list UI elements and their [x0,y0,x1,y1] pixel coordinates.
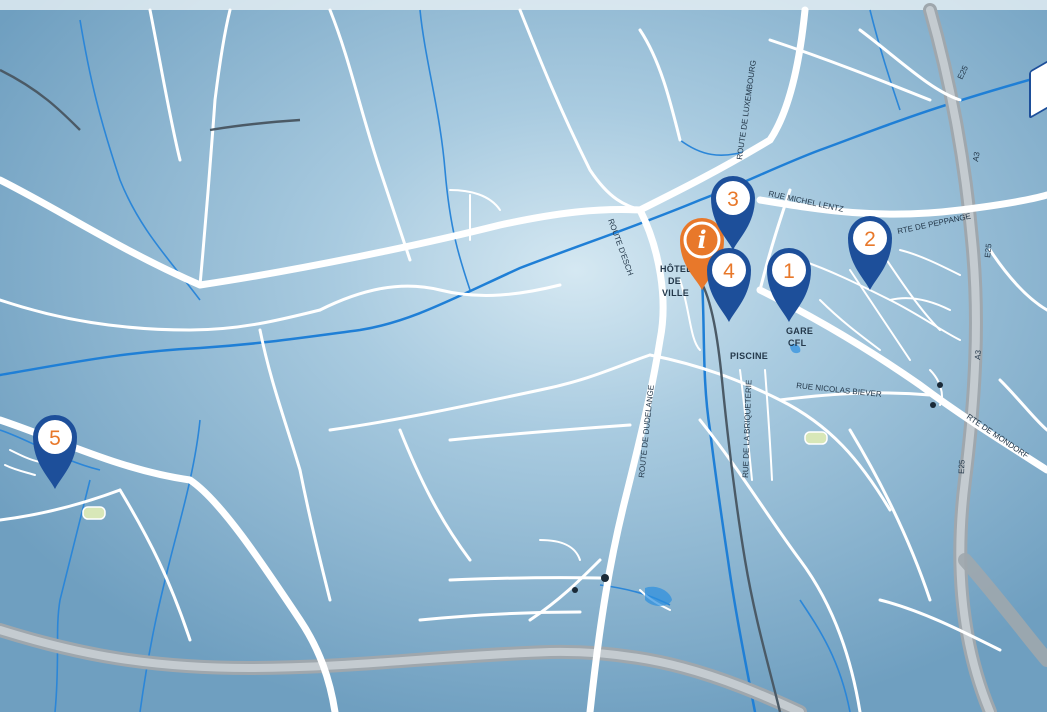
sports-field [82,506,106,520]
sports-field [804,431,828,445]
map-pin-icon[interactable]: 2 [848,216,892,290]
motorways [0,3,1047,712]
pond [645,586,672,606]
label-gare: CFL [788,338,807,348]
pond [790,343,801,354]
pin-number-2: 2 [864,228,876,251]
info-pin-label: i [697,225,706,254]
label-a3: A3 [973,349,983,360]
main-roads [0,6,1047,712]
pin-number-4: 4 [723,260,735,283]
minor-roads [0,8,1047,712]
map-pin-icon[interactable]: 3 [711,176,755,250]
label-hotel-de-ville: VILLE [662,288,689,298]
label-hotel-de-ville: HÔTEL [660,263,692,274]
label-hotel-de-ville: DE [668,276,681,286]
track-segment [209,118,301,132]
junction-dot [937,382,943,388]
railway-track [698,279,782,712]
map-pin-icon[interactable]: 4 [707,248,751,322]
track-segment [0,68,81,131]
pin-number-1: 1 [783,260,795,283]
label-e25: E25 [983,243,993,259]
junction-dot [601,574,609,582]
label-a3: A3 [971,151,982,163]
label-gare: GARE [786,326,813,336]
pin-number-5: 5 [49,427,61,450]
label-piscine: PISCINE [730,351,768,361]
map-pin-icon[interactable]: 5 [33,415,77,489]
pin-number-3: 3 [727,188,739,211]
junction-dot [930,402,936,408]
junction-dot [572,587,578,593]
town-streets [4,189,961,611]
top-edge [0,0,1047,10]
label-rue-briqueterie: RUE DE LA BRIQUETERIE [741,380,753,479]
label-e25: E25 [957,459,967,474]
map-pin-icon[interactable]: 1 [767,248,811,322]
